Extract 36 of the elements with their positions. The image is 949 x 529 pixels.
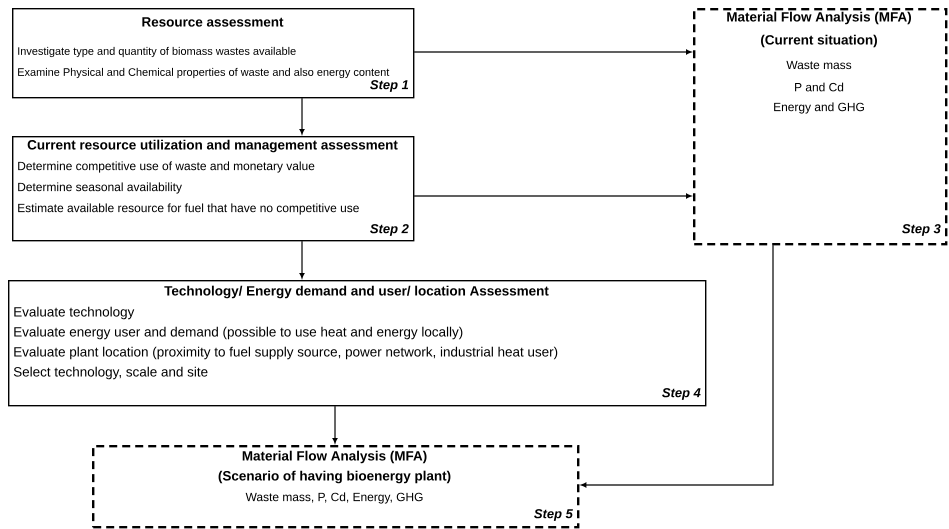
body-text: Determine seasonal availability — [18, 182, 182, 194]
process-box — [12, 136, 414, 242]
step-label: Step 3 — [902, 224, 941, 236]
body-text: Select technology, scale and site — [14, 366, 208, 380]
process-box — [92, 445, 580, 528]
box-heading: Material Flow Analysis (MFA) — [242, 450, 427, 464]
body-text: Investigate type and quantity of biomass wastes available — [18, 46, 296, 58]
step-label: Step 5 — [534, 509, 573, 521]
body-text: Evaluate energy user and demand (possible to use heat and energy locally) — [14, 326, 462, 340]
body-text: Evaluate technology — [14, 306, 134, 320]
box-heading: (Current situation) — [761, 34, 877, 48]
body-text: Energy and GHG — [774, 102, 864, 114]
body-text: P and Cd — [795, 82, 844, 92]
arrow — [300, 98, 304, 134]
box-heading: Technology/ Energy demand and user/ location Assessment — [164, 286, 549, 298]
process-box — [8, 280, 706, 406]
body-text: Waste mass, P, Cd, Energy, GHG — [246, 492, 423, 504]
body-text: Determine competitive use of waste and monetary value — [18, 161, 314, 173]
arrow — [332, 406, 338, 444]
process-box — [12, 8, 414, 98]
body-text: Estimate available resource for fuel that have no competitive use — [18, 203, 359, 215]
process-box — [693, 8, 948, 246]
arrow — [300, 241, 304, 278]
arrow — [414, 50, 692, 54]
box-heading: Current resource utilization and management assessment — [28, 140, 398, 152]
body-text: Waste mass — [786, 60, 852, 70]
box-heading: (Scenario of having bioenergy plant) — [218, 470, 450, 484]
box-heading: Resource assessment — [142, 17, 284, 27]
step-label: Step 1 — [370, 80, 408, 92]
arrow — [581, 245, 774, 488]
arrow — [414, 194, 692, 198]
box-heading: Material Flow Analysis (MFA) — [727, 12, 912, 24]
step-label: Step 2 — [370, 224, 409, 236]
body-text: Evaluate plant location (proximity to fuel supply source, power network, industrial heat user) — [14, 346, 558, 360]
step-label: Step 4 — [662, 388, 701, 400]
body-text: Examine Physical and Chemical properties of waste and also energy content — [18, 68, 390, 78]
